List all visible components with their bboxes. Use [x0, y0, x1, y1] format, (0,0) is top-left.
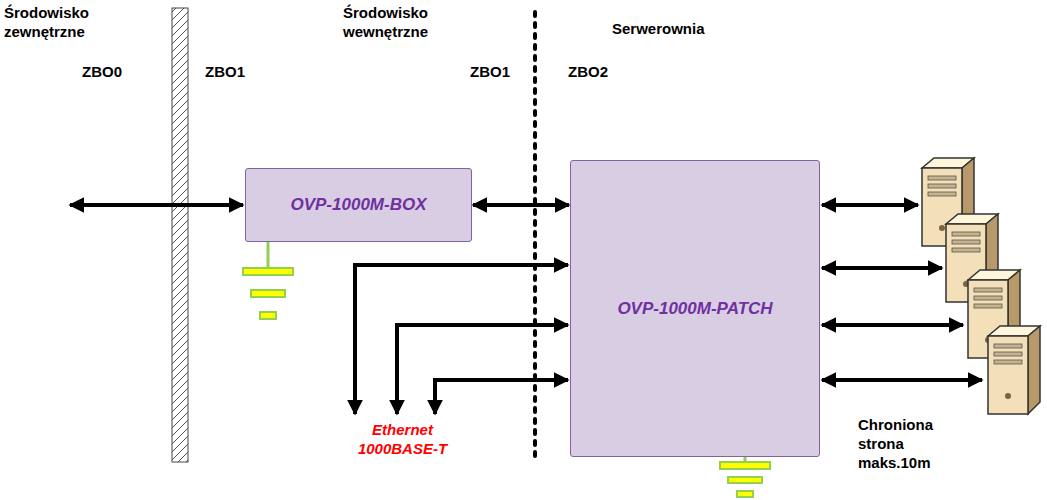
- wall: [172, 8, 188, 462]
- external-link: [70, 203, 243, 207]
- connector: [473, 203, 569, 207]
- zone-label: ZBO1: [205, 63, 245, 82]
- device-name: OVP-1000M-BOX: [280, 191, 436, 219]
- device-box: OVP-1000M-BOX: [245, 168, 472, 242]
- zone-boundary: [533, 12, 537, 462]
- zone-label: Serwerownia: [612, 20, 705, 39]
- ground-symbol: [243, 242, 293, 319]
- server-icon: [988, 326, 1040, 414]
- server-icons: [922, 158, 1040, 414]
- zone-label: ZBO0: [82, 63, 122, 82]
- zone-label: ZBO2: [568, 63, 608, 82]
- zone-label: Środowisko wewnętrzne: [343, 4, 443, 42]
- device-box: OVP-1000M-PATCH: [570, 160, 820, 457]
- zone-label: Ethernet 1000BASE-T: [340, 421, 465, 459]
- device-name: OVP-1000M-PATCH: [607, 295, 782, 323]
- zone-label: Chroniona strona maks.10m: [858, 416, 948, 472]
- zone-label: ZBO1: [470, 63, 510, 82]
- zone-label: Środowisko zewnętrzne: [4, 4, 114, 42]
- ground-symbol: [720, 456, 770, 497]
- ethernet-wires: [355, 265, 568, 414]
